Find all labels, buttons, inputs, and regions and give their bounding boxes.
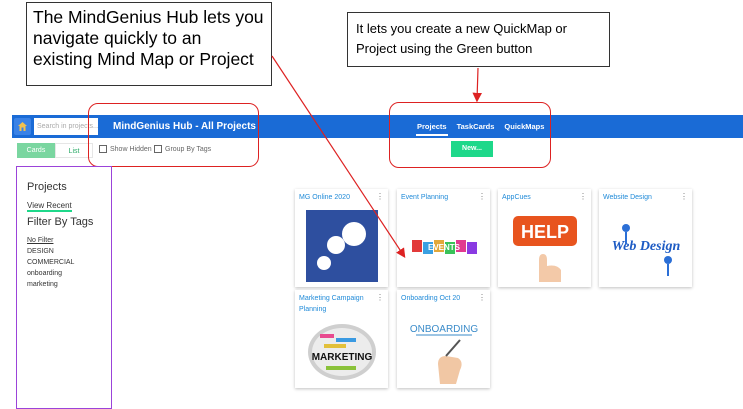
project-card-marketing-campaign[interactable]: Marketing Campaign Planning ⋮ MARKETING [295, 290, 388, 388]
project-card-mg-online-2020[interactable]: MG Online 2020 ⋮ [295, 189, 388, 287]
view-recent-link[interactable]: View Recent [27, 201, 72, 212]
marketing-word-sphere-thumbnail: MARKETING [308, 324, 376, 380]
more-options-icon[interactable]: ⋮ [579, 192, 587, 201]
project-card-appcues[interactable]: AppCues ⋮ HELP [498, 189, 591, 287]
card-title: Marketing Campaign Planning [299, 295, 364, 313]
project-card-event-planning[interactable]: Event Planning ⋮ EVENTS [397, 189, 490, 287]
arrow-to-new-button [472, 67, 483, 103]
tag-no-filter[interactable]: No Filter [27, 237, 54, 244]
card-title: MG Online 2020 [299, 194, 350, 201]
group-by-tags-label: Group By Tags [165, 145, 212, 153]
svg-text:MARKETING: MARKETING [312, 352, 373, 363]
home-button[interactable] [14, 118, 31, 135]
toolbar: Cards List Show Hidden Group By Tags New… [12, 138, 743, 162]
card-title: Onboarding Oct 20 [401, 295, 461, 302]
filter-by-tags-heading: Filter By Tags [27, 216, 94, 228]
show-hidden-checkbox[interactable]: Show Hidden [99, 145, 152, 153]
tag-commercial[interactable]: COMMERCIAL [27, 259, 75, 266]
callout-hub-navigation: The MindGenius Hub lets you navigate qui… [26, 2, 272, 86]
card-title: Event Planning [401, 194, 449, 201]
card-title: AppCues [502, 194, 531, 201]
arrow-to-cards [271, 55, 406, 259]
more-options-icon[interactable]: ⋮ [680, 192, 688, 201]
help-key-thumbnail: HELP [513, 216, 577, 282]
callout-hub-navigation-text: The MindGenius Hub lets you navigate qui… [33, 7, 264, 69]
tag-marketing[interactable]: marketing [27, 281, 58, 288]
more-options-icon[interactable]: ⋮ [478, 192, 486, 201]
more-options-icon[interactable]: ⋮ [376, 293, 384, 302]
svg-text:EVENTS: EVENTS [428, 243, 461, 252]
mindgenius-logo-thumbnail [306, 210, 378, 282]
search-input[interactable]: Search in projects... [34, 118, 98, 135]
list-view-button[interactable]: List [55, 143, 93, 158]
events-blocks-thumbnail: EVENTS [412, 240, 477, 254]
more-options-icon[interactable]: ⋮ [478, 293, 486, 302]
sidebar-projects-heading: Projects [27, 181, 67, 193]
home-icon [18, 122, 27, 131]
group-by-tags-checkbox[interactable]: Group By Tags [154, 145, 211, 153]
project-card-website-design[interactable]: Website Design ⋮ Web Design [599, 189, 692, 287]
top-bar: Search in projects... MindGenius Hub - A… [12, 115, 743, 138]
sidebar: Projects View Recent Filter By Tags No F… [17, 166, 109, 409]
onboarding-hand-thumbnail: ONBOARDING [410, 324, 479, 384]
cards-view-button[interactable]: Cards [17, 143, 55, 158]
tab-taskcards[interactable]: TaskCards [456, 122, 495, 131]
view-tabs: Projects TaskCards QuickMaps [412, 115, 549, 138]
web-design-thumbnail: Web Design [612, 224, 681, 276]
svg-text:HELP: HELP [521, 222, 569, 242]
checkbox-box[interactable] [154, 145, 162, 153]
more-options-icon[interactable]: ⋮ [376, 192, 384, 201]
card-title: Website Design [603, 194, 652, 201]
annotation-highlight-title [88, 103, 259, 167]
callout-green-button-text: It lets you create a new QuickMap or Pro… [356, 21, 567, 56]
svg-text:ONBOARDING: ONBOARDING [410, 324, 479, 335]
tag-onboarding[interactable]: onboarding [27, 270, 63, 277]
checkbox-box[interactable] [99, 145, 107, 153]
tag-design[interactable]: DESIGN [27, 248, 54, 255]
mindgenius-hub: Search in projects... MindGenius Hub - A… [12, 115, 743, 409]
tab-projects[interactable]: Projects [412, 115, 452, 138]
new-button[interactable]: New... [451, 141, 493, 157]
show-hidden-label: Show Hidden [110, 145, 152, 153]
tab-quickmaps[interactable]: QuickMaps [504, 122, 545, 131]
annotation-highlight-new-button [389, 102, 551, 168]
page-title: MindGenius Hub - All Projects [113, 121, 256, 132]
svg-text:Web Design: Web Design [612, 239, 681, 254]
project-card-onboarding-oct-20[interactable]: Onboarding Oct 20 ⋮ ONBOARDING [397, 290, 490, 388]
tag-list: No Filter DESIGN COMMERCIAL onboarding m… [27, 235, 74, 290]
callout-green-button: It lets you create a new QuickMap or Pro… [347, 12, 610, 67]
